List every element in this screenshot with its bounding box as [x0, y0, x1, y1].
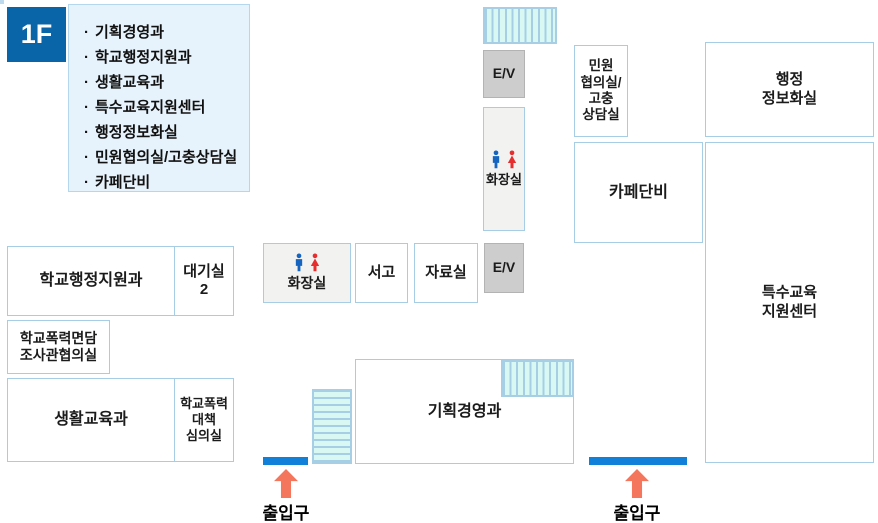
elevator-lower: E/V: [484, 243, 524, 293]
room-admin-info: 행정 정보화실: [705, 42, 874, 137]
legend-item-school-admin: ·학교행정지원과: [84, 49, 192, 66]
male-icon: [295, 253, 303, 272]
entrance-label-right: 출입구: [613, 504, 661, 523]
legend-item-life-edu: ·생활교육과: [84, 74, 165, 91]
stairs-planning-icon: [501, 360, 574, 397]
room-life-education: 생활교육과: [7, 378, 175, 462]
legend-item-cafe: ·카페단비: [84, 174, 151, 191]
floor-badge: 1F: [7, 7, 66, 62]
room-violence-interview: 학교폭력면담 조사관협의실: [7, 320, 110, 374]
room-civil-complaint: 민원 협의실/ 고충 상담실: [574, 45, 628, 137]
female-icon: [507, 150, 517, 169]
room-cafe-danbi: 카페단비: [574, 142, 703, 243]
female-icon: [310, 253, 320, 272]
stairs-top-icon: [483, 7, 557, 44]
legend-item-admin-info: ·행정정보화실: [84, 124, 178, 141]
entrance-arrow-left-icon: [274, 469, 298, 498]
elevator-upper: E/V: [483, 50, 525, 98]
entrance-bar-right: [589, 457, 687, 465]
floor-area-upper: [0, 0, 4, 2]
legend-item-civil-complaint: ·민원협의실/고충상담실: [84, 149, 238, 166]
room-waiting-2: 대기실 2: [174, 246, 234, 316]
room-violence-deliberation: 학교폭력 대책 심의실: [174, 378, 234, 462]
room-special-edu-center: 특수교육 지원센터: [705, 142, 874, 463]
entrance-label-left: 출입구: [262, 504, 310, 523]
restroom-lower: 화장실: [263, 243, 351, 303]
room-data: 자료실: [414, 243, 478, 303]
room-school-admin-support: 학교행정지원과: [7, 246, 175, 316]
floor-badge-label: 1F: [20, 19, 53, 49]
legend-item-planning: ·기획경영과: [84, 24, 165, 41]
room-stack: 서고: [355, 243, 408, 303]
male-icon: [492, 150, 500, 169]
legend-item-special-edu: ·특수교육지원센터: [84, 99, 206, 116]
restroom-upper: 화장실: [483, 107, 525, 231]
entrance-bar-left: [263, 457, 308, 465]
legend-box: ·기획경영과 ·학교행정지원과 ·생활교육과 ·특수교육지원센터 ·행정정보화실…: [68, 4, 250, 192]
stairs-bottom-icon: [312, 389, 352, 464]
entrance-arrow-right-icon: [625, 469, 649, 498]
